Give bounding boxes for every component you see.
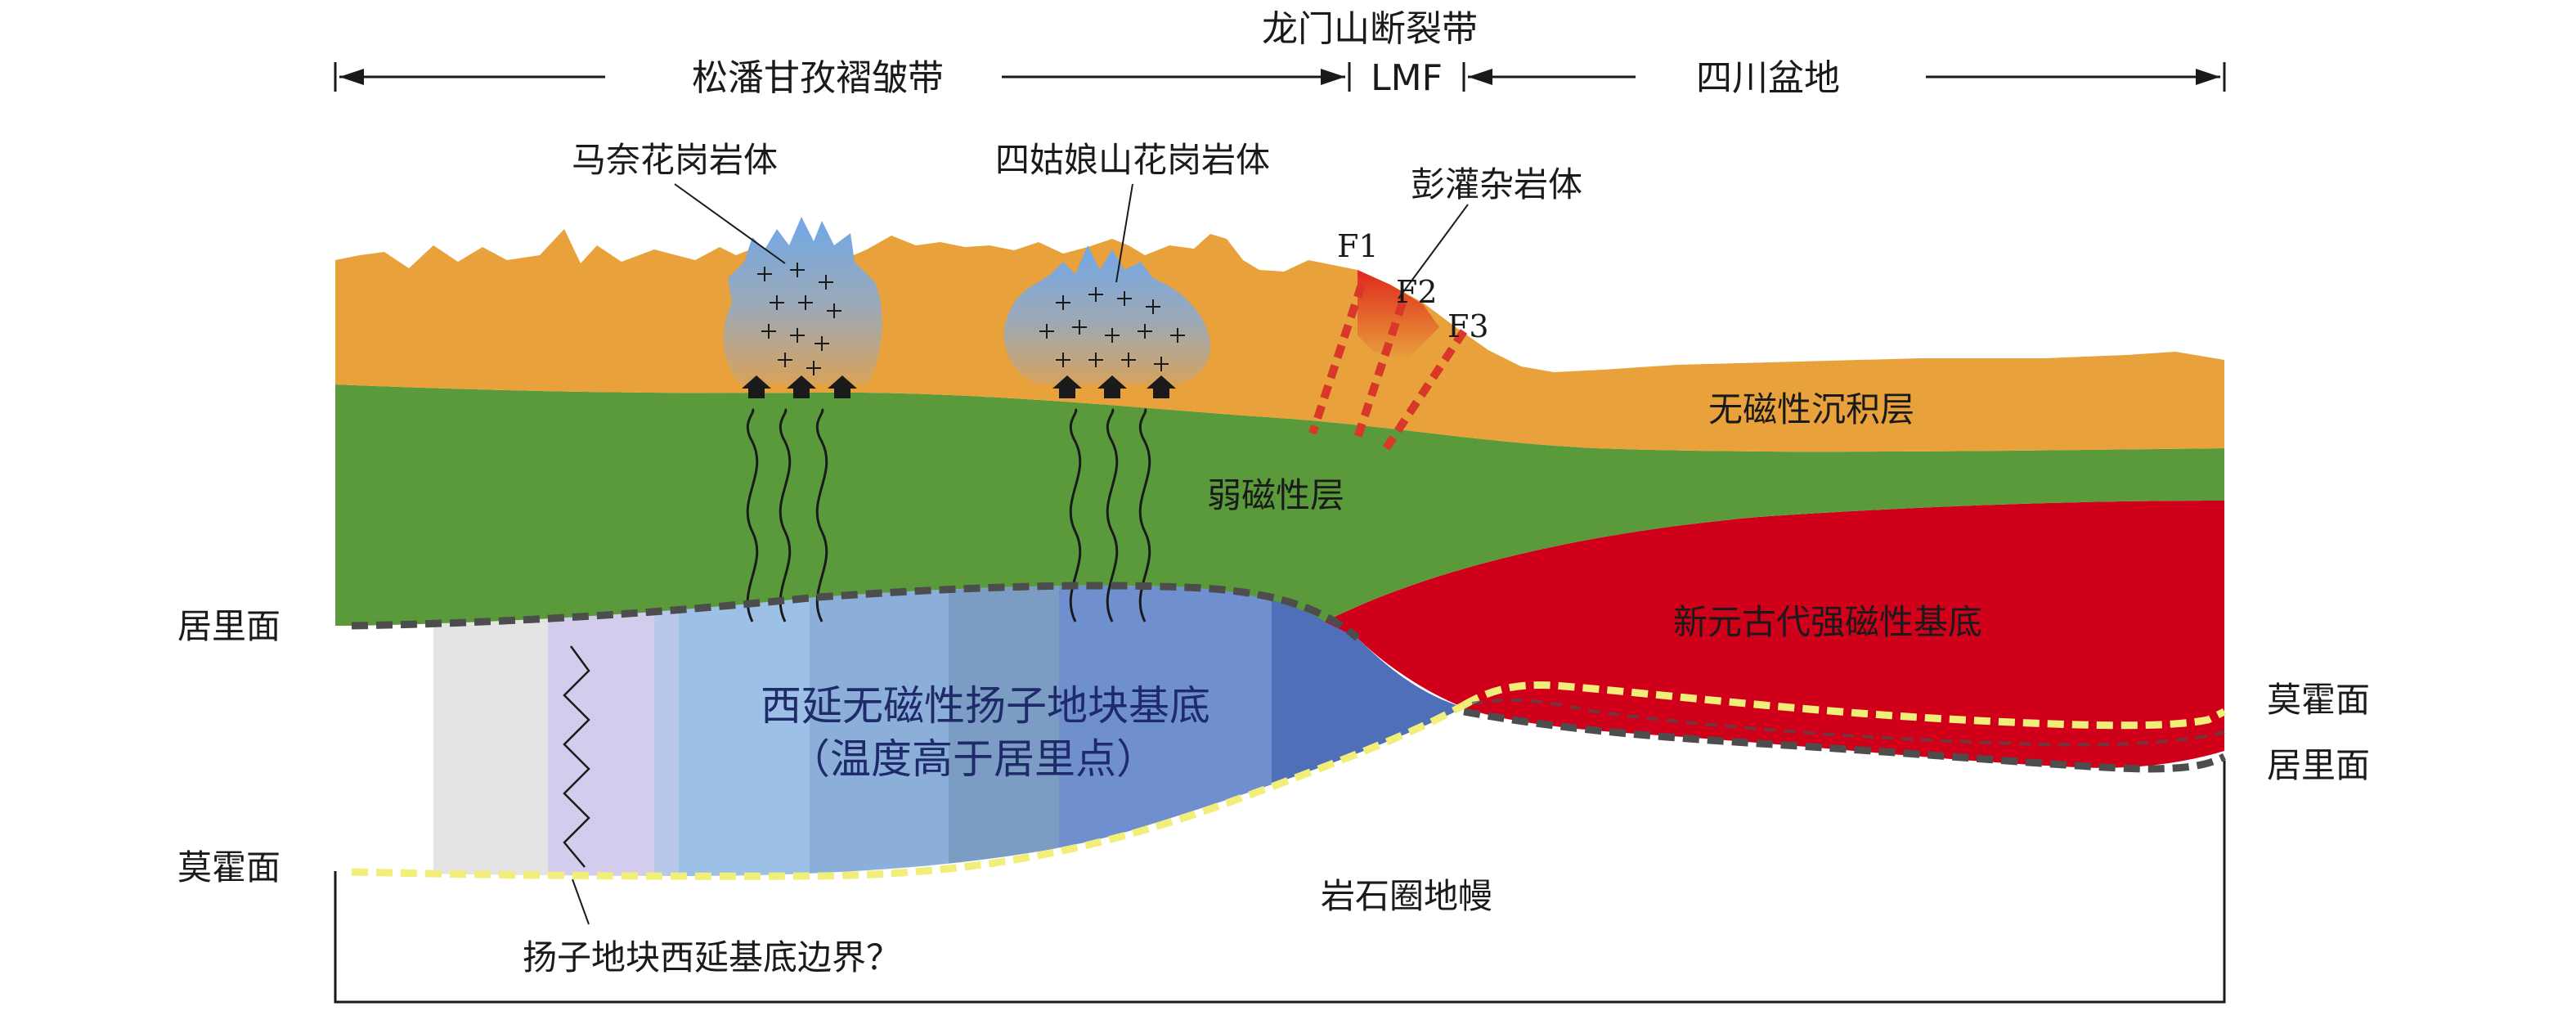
plus-mark [1117,291,1132,306]
fault-f2-label: F2 [1396,274,1438,310]
up-arrow-icon [828,375,857,398]
wave-line [746,407,759,622]
plus-mark [778,353,792,367]
plus-mark [1072,320,1087,335]
songpan-left-arrowhead [339,69,364,85]
plus-mark [819,275,833,290]
plus-mark [1170,328,1185,343]
siguniangshan-granite-group [1003,183,1210,386]
fault-f1-line [1308,283,1366,435]
fault-f3-line [1382,329,1468,451]
plus-mark [806,361,821,375]
yangtze-basement-label-line1: 西延无磁性扬子地块基底 [761,682,1210,730]
up-arrow-icon [787,375,816,398]
mantle-frame [334,761,2226,1004]
plus-mark [1146,299,1160,314]
plus-mark [815,336,829,351]
siguniangshan-granite-label: 四姑娘山花岗岩体 [995,140,1270,180]
songpan-ganzi-fold-belt-label: 松潘甘孜褶皱带 [692,57,944,99]
moho-left-label: 莫霍面 [177,847,280,887]
magma-up-arrows [742,375,1176,398]
strong-magnetic-basement [1325,501,2224,768]
wave-line [815,407,828,622]
yangtze-basement-label-line2: （温度高于居里点） [789,735,1157,783]
yangtze-boundary-zigzag [563,645,590,868]
longmenshan-fault-zone-label: 龙门山断裂带 [1262,8,1478,50]
sichuan-basin-label: 四川盆地 [1696,57,1840,99]
plus-mark [1154,357,1169,371]
sichuan-left-arrowhead [1468,69,1492,85]
moho-right-shadow [1471,698,2225,747]
plus-mark [1138,324,1152,339]
weak-magnetic-layer [335,384,2224,626]
wave-line [1069,407,1082,622]
plus-mark [798,295,813,310]
moho-surface-left [351,702,1466,880]
manai-granite-body [723,217,882,384]
up-arrow-icon [1052,375,1082,398]
curie-surface-left [351,582,1360,641]
plus-mark [1056,353,1070,367]
header: 龙门山断裂带 松潘甘孜褶皱带 LMF 四川盆地 [334,8,2226,99]
yangtze-basement-zone [352,585,1464,877]
songpan-right-arrowhead [1321,69,1345,85]
up-arrow-icon [742,375,771,398]
manai-granite-group [674,183,882,384]
plus-mark [790,263,805,277]
fault-f3-label: F3 [1447,308,1489,344]
manai-leader-line [674,183,786,264]
neoproterozoic-basement-label: 新元古代强磁性基底 [1673,602,1982,642]
plus-mark [1088,353,1103,367]
sichuan-right-arrowhead [2196,69,2220,85]
plus-mark [1121,353,1136,367]
siguniangshan-granite-body [1003,245,1210,386]
faults: F1 F2 F3 [1308,204,1489,451]
up-arrow-icon [1097,375,1127,398]
siguniangshan-leader-line [1115,183,1133,283]
pengguan-complex-label: 彭灌杂岩体 [1411,164,1582,204]
fault-f2-line [1353,301,1407,439]
nonmagnetic-sediment-label: 无磁性沉积层 [1708,389,1914,429]
fault-f1-label: F1 [1337,228,1379,264]
yangtze-boundary-leader [572,878,590,925]
magma-ascent-waves [746,407,1151,622]
manai-granite-label: 马奈花岗岩体 [572,140,778,180]
plus-mark [770,295,784,310]
moho-surface-right [1461,681,2227,730]
plus-mark [790,328,805,343]
curie-surface-right [1463,708,2227,773]
curie-surface-right-label: 居里面 [2267,745,2370,785]
plus-mark [1105,328,1120,343]
plus-mark [1039,324,1054,339]
pengguan-leader-line [1398,204,1469,299]
wave-line [1138,407,1151,622]
plus-mark [1056,295,1070,310]
plus-mark [761,324,776,339]
curie-surface-left-label: 居里面 [177,606,280,646]
plus-mark [1088,287,1103,302]
weak-magnetic-layer-label: 弱磁性层 [1207,475,1344,515]
lmf-label: LMF [1371,57,1443,99]
granite-plus-marks [757,263,1185,392]
moho-right-label: 莫霍面 [2267,680,2370,720]
lithospheric-mantle-label: 岩石圈地幔 [1321,876,1492,916]
wave-line [1106,407,1119,622]
plus-mark [827,303,841,318]
up-arrow-icon [1147,375,1176,398]
wave-line [779,407,792,622]
plus-mark [757,267,772,281]
yangtze-boundary-question-label: 扬子地块西延基底边界？ [523,937,900,977]
